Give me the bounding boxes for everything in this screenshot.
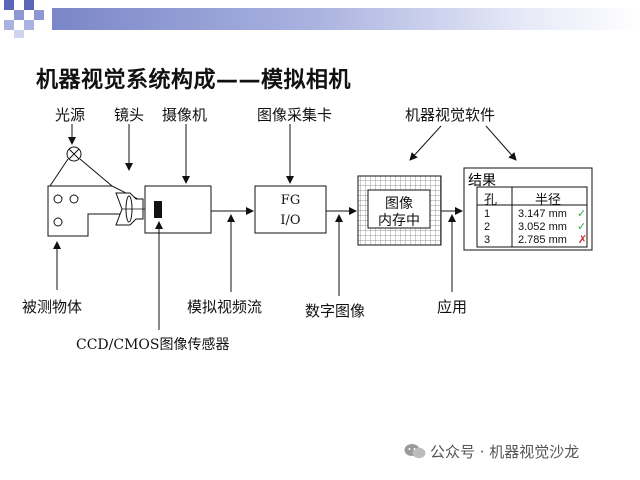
fg-line2: I/O [280, 213, 301, 228]
results-radius: 3.147 mm [518, 208, 567, 220]
wechat-icon [404, 444, 426, 459]
header-decoration [0, 0, 640, 40]
frame-grabber-box [254, 185, 327, 234]
memory-line1: 图像 [385, 196, 413, 212]
label-analog-video: 模拟视频流 [187, 298, 263, 316]
label-lens: 镜头 [114, 106, 145, 124]
label-digital-image: 数字图像 [305, 302, 366, 320]
label-object: 被测物体 [22, 298, 83, 316]
results-hole: 3 [484, 234, 491, 246]
results-hole: 1 [484, 208, 491, 220]
checker-pattern [4, 0, 44, 38]
gradient-strip [52, 8, 640, 30]
results-radius: 3.052 mm [518, 221, 567, 233]
label-application: 应用 [437, 298, 468, 316]
check-icon: ✓ [577, 220, 587, 233]
results-title: 结果 [468, 173, 496, 189]
label-software: 机器视觉软件 [405, 106, 496, 124]
results-hole: 2 [484, 221, 491, 233]
results-radius: 2.785 mm [518, 234, 567, 246]
label-frame-grabber: 图像采集卡 [257, 106, 333, 124]
slide-title: 机器视觉系统构成——模拟相机 [36, 68, 352, 93]
label-light-source: 光源 [55, 106, 86, 124]
light-source-icon [49, 146, 113, 187]
results-header-radius: 半径 [535, 192, 562, 207]
lens-icon [115, 192, 146, 226]
check-icon: ✓ [577, 207, 587, 220]
object-icon [47, 185, 141, 237]
cross-icon: ✗ [578, 233, 588, 246]
watermark-text: 公众号 · 机器视觉沙龙 [430, 443, 580, 461]
fg-line1: FG [280, 193, 301, 208]
label-sensor: CCD/CMOS图像传感器 [76, 337, 230, 353]
label-camera: 摄像机 [162, 106, 208, 124]
results-header-hole: 孔 [484, 192, 498, 207]
memory-line2: 内存中 [378, 213, 420, 229]
sensor-chip-icon [154, 201, 162, 218]
